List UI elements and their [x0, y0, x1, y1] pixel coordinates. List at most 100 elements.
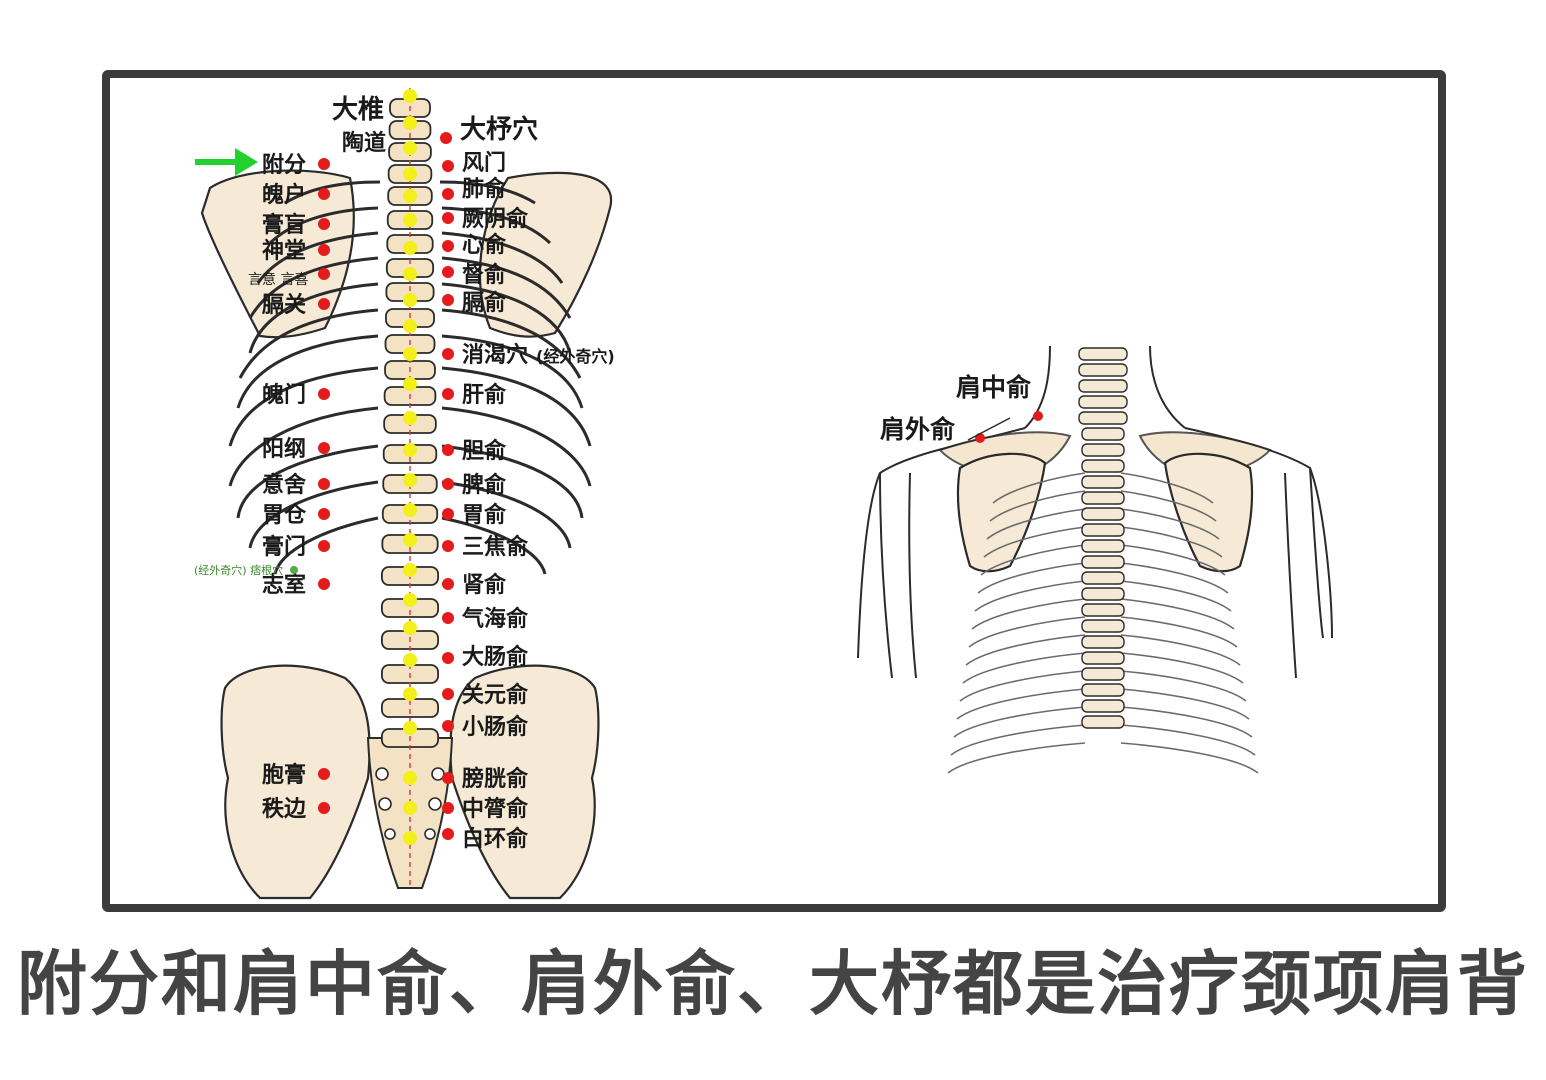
- acupoint-right: [442, 444, 454, 456]
- spine-point: [403, 293, 417, 307]
- acupoint-left: [318, 540, 330, 552]
- label-dazhui: 大椎: [332, 95, 384, 125]
- left-skeleton: [200, 88, 613, 900]
- right-pelvis: [449, 664, 600, 900]
- acupoint-right: [442, 802, 454, 814]
- acupoint-right: [442, 212, 454, 224]
- sketch-rib: [1120, 652, 1244, 684]
- sketch-vertebra: [1081, 459, 1125, 473]
- label-right-point: 脾俞: [462, 472, 507, 498]
- sketch-vertebra: [1081, 475, 1125, 489]
- label-right-point: 督俞: [462, 262, 507, 288]
- acupoint-left: [318, 188, 330, 200]
- acupoint-right: [442, 578, 454, 590]
- label-left-point: 秩边: [262, 797, 307, 822]
- spine-points: [403, 89, 417, 845]
- acupoint-right: [442, 828, 454, 840]
- acupoint-right: [442, 772, 454, 784]
- label-left-point: 膏门: [262, 534, 306, 560]
- sketch-vertebra: [1081, 635, 1125, 649]
- acupoint-right: [442, 348, 454, 360]
- acupoint-right: [442, 160, 454, 172]
- label-right-point: 胆俞: [462, 438, 507, 464]
- spine-point: [403, 831, 417, 845]
- sketch-vertebra: [1078, 411, 1128, 425]
- label-right-point: 膀胱俞: [462, 766, 529, 792]
- sketch-vertebra: [1081, 571, 1125, 585]
- spine-point: [403, 533, 417, 547]
- spine-point: [403, 377, 417, 391]
- label-right-point: 膈俞: [462, 290, 507, 316]
- sketch-rib: [947, 742, 1086, 774]
- sketch-vertebra: [1081, 555, 1125, 569]
- label-left-point: 魄户: [262, 182, 306, 208]
- sketch-rib: [1120, 706, 1253, 738]
- label-left-point: 魄门: [262, 382, 306, 408]
- spine-point: [403, 89, 417, 103]
- acupoint-right: [442, 294, 454, 306]
- sketch-rib: [1120, 562, 1229, 594]
- label-right-point: 胃俞: [462, 502, 507, 528]
- label-right-point: 关元俞: [462, 682, 529, 708]
- sketch-rib: [1120, 508, 1220, 540]
- caption: 附分和肩中俞、肩外俞、大杼都是治疗颈项肩背: [17, 943, 1529, 1025]
- sketch-vertebra: [1081, 507, 1125, 521]
- acupoint-right: [442, 266, 454, 278]
- sketch-rib: [962, 652, 1086, 684]
- label-right-point: 大杼穴: [460, 115, 538, 145]
- acupoint-left: [318, 298, 330, 310]
- pigen-point: [290, 566, 298, 574]
- sketch-vertebra: [1081, 651, 1125, 665]
- label-extra-note: (经外奇穴): [536, 347, 615, 366]
- sketch-rib: [977, 562, 1086, 594]
- sketch-vertebra: [1081, 491, 1125, 505]
- acupoint-left: [318, 508, 330, 520]
- sketch-vertebra: [1081, 619, 1125, 633]
- sketch-rib: [1120, 598, 1235, 630]
- sketch-rib: [983, 526, 1086, 558]
- acupoint-right: [442, 720, 454, 732]
- label-left-point: 神堂: [262, 238, 306, 264]
- label-left-point: 胞膏: [262, 762, 306, 788]
- sketch-vertebra: [1081, 427, 1125, 441]
- label-left-point: 胃仓: [262, 502, 307, 528]
- sketch-rib: [1120, 634, 1241, 666]
- spine-point: [403, 116, 417, 130]
- label-right-point: 心俞: [462, 232, 507, 258]
- sketch-vertebra: [1081, 683, 1125, 697]
- label-right-point: 肝俞: [462, 382, 507, 408]
- acupoint-left: [318, 218, 330, 230]
- label-right-point: 小肠俞: [462, 714, 529, 740]
- spine-point: [403, 503, 417, 517]
- label-left-point: 意舍: [262, 472, 307, 498]
- sketch-rib: [1120, 490, 1217, 522]
- acupoint-left: [318, 768, 330, 780]
- label-pigen: (经外奇穴) 痞根穴: [194, 563, 283, 577]
- acupoint-left: [318, 442, 330, 454]
- sketch-vertebra: [1081, 667, 1125, 681]
- sketch-rib: [1120, 580, 1232, 612]
- acupoint-right: [442, 540, 454, 552]
- label-right-point: 气海俞: [461, 606, 529, 632]
- label-right-point: 风门: [462, 150, 506, 176]
- sketch-rib: [1120, 670, 1247, 702]
- spine-point: [403, 319, 417, 333]
- sketch-vertebra: [1078, 379, 1128, 393]
- label-left-point: 阳纲: [262, 436, 306, 462]
- sketch-rib: [1120, 526, 1223, 558]
- left-pelvis: [220, 664, 371, 900]
- sketch-vertebra: [1081, 699, 1125, 713]
- acupoint-right: [442, 652, 454, 664]
- label-right-point: 消渴穴: [462, 342, 528, 368]
- sketch-rib: [1120, 688, 1250, 720]
- spine-point: [403, 621, 417, 635]
- label-left-point: 志室: [262, 572, 306, 598]
- sketch-rib: [980, 544, 1086, 576]
- spine-point: [403, 347, 417, 361]
- sketch-vertebra: [1078, 347, 1128, 361]
- sketch-rib: [956, 688, 1086, 720]
- acupoint-left: [318, 158, 330, 170]
- sketch-vertebra: [1081, 523, 1125, 537]
- spine-point: [403, 141, 417, 155]
